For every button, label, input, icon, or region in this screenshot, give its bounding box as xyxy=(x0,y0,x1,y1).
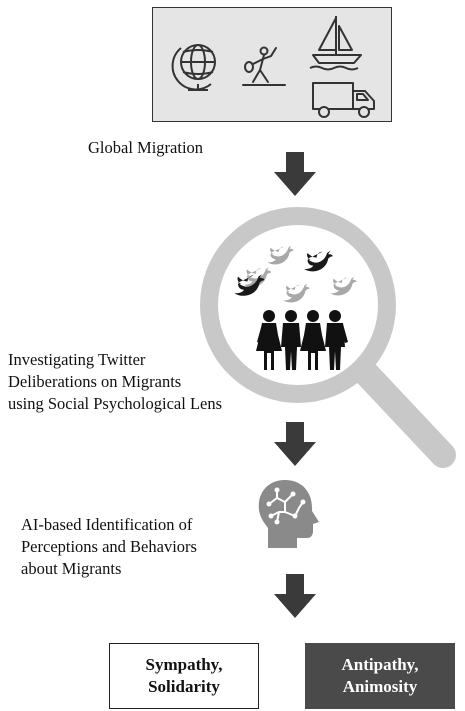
truck-icon xyxy=(312,82,375,118)
twitter-investigation-label-line1: Investigating Twitter xyxy=(8,350,146,369)
ai-head-icon xyxy=(258,480,319,548)
ai-identification-label-line3: about Migrants xyxy=(21,559,122,578)
migrant-walking-icon xyxy=(242,46,286,86)
antipathy-animosity-box: Antipathy, Animosity xyxy=(305,643,455,709)
sympathy-solidarity-box: Sympathy, Solidarity xyxy=(109,643,259,709)
migration-icons-panel xyxy=(152,7,392,122)
sympathy-solidarity-label: Sympathy, Solidarity xyxy=(145,655,223,696)
down-arrow-icon xyxy=(274,574,316,618)
antipathy-animosity-label: Antipathy, Animosity xyxy=(341,655,419,696)
globe-icon xyxy=(171,44,216,91)
ai-identification-label-line1: AI-based Identification of xyxy=(21,515,193,534)
global-migration-label: Global Migration xyxy=(88,138,204,157)
down-arrow-icon xyxy=(274,152,316,196)
magnifier-icon xyxy=(200,207,456,468)
sailboat-icon xyxy=(309,16,362,71)
twitter-investigation-label-line3: using Social Psychological Lens xyxy=(8,394,223,413)
twitter-investigation-label-line2: Deliberations on Migrants xyxy=(8,372,182,391)
migration-icons-svg xyxy=(171,16,375,118)
people-icon xyxy=(256,310,348,370)
ai-identification-label-line2: Perceptions and Behaviors xyxy=(21,537,197,556)
down-arrow-icon xyxy=(274,422,316,466)
